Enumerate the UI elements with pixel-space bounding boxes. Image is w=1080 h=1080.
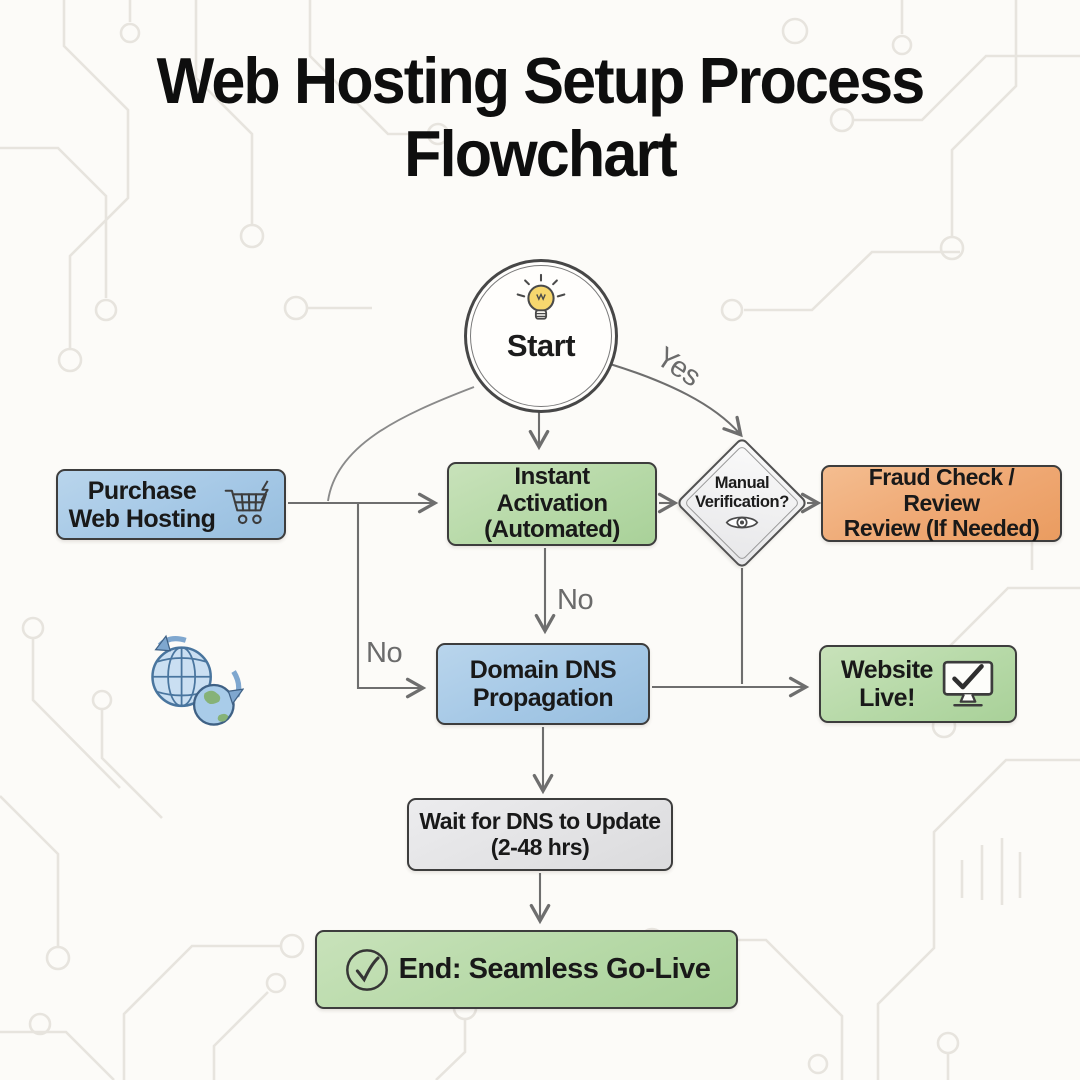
globe-sync-icon	[140, 632, 245, 736]
node-dns-propagation: Domain DNS Propagation	[436, 643, 650, 725]
end-label: End: Seamless Go-Live	[398, 953, 711, 986]
node-instant-activation: Instant Activation (Automated)	[447, 462, 657, 546]
wait-label-line1: Wait for DNS to Update	[419, 807, 661, 834]
activation-label-line1: Instant Activation	[496, 462, 608, 517]
edge-label-no-left: No	[366, 637, 403, 669]
node-end-go-live: End: Seamless Go-Live	[315, 930, 738, 1009]
activation-label-line2: (Automated)	[484, 516, 620, 544]
wait-label-line2: (2-48 hrs)	[490, 833, 590, 860]
verification-label-line1: Manual	[714, 474, 770, 493]
fraud-label-line1: Fraud Check / Review	[868, 463, 1015, 516]
dns-label-line2: Propagation	[472, 684, 614, 712]
lightbulb-icon	[513, 272, 569, 330]
purchase-label-line1: Purchase	[87, 476, 197, 505]
purchase-label-line2: Web Hosting	[68, 504, 216, 533]
node-start: Start	[464, 259, 618, 413]
start-label: Start	[506, 328, 576, 363]
cart-lightning-icon	[223, 479, 273, 531]
node-wait-for-dns: Wait for DNS to Update (2-48 hrs)	[407, 798, 673, 871]
check-circle-icon	[343, 946, 391, 994]
edge-label-no-to-dns: No	[557, 584, 594, 616]
node-manual-verification: Manual Verification?	[675, 436, 809, 570]
monitor-check-icon	[941, 659, 995, 709]
website-label-line2: Live!	[859, 684, 915, 712]
node-website-live: Website Live!	[819, 645, 1017, 723]
node-fraud-check: Fraud Check / Review Review (If Needed)	[821, 463, 1062, 542]
page-title: Web Hosting Setup Process Flowchart	[156, 44, 926, 191]
verification-label-line2: Verification?	[695, 492, 789, 511]
website-label-line1: Website	[841, 656, 933, 684]
fraud-label-line2: Review (If Needed)	[843, 515, 1040, 542]
eye-icon	[725, 513, 759, 532]
dns-label-line1: Domain DNS	[469, 656, 617, 684]
node-purchase-web-hosting: Purchase Web Hosting	[56, 469, 286, 540]
